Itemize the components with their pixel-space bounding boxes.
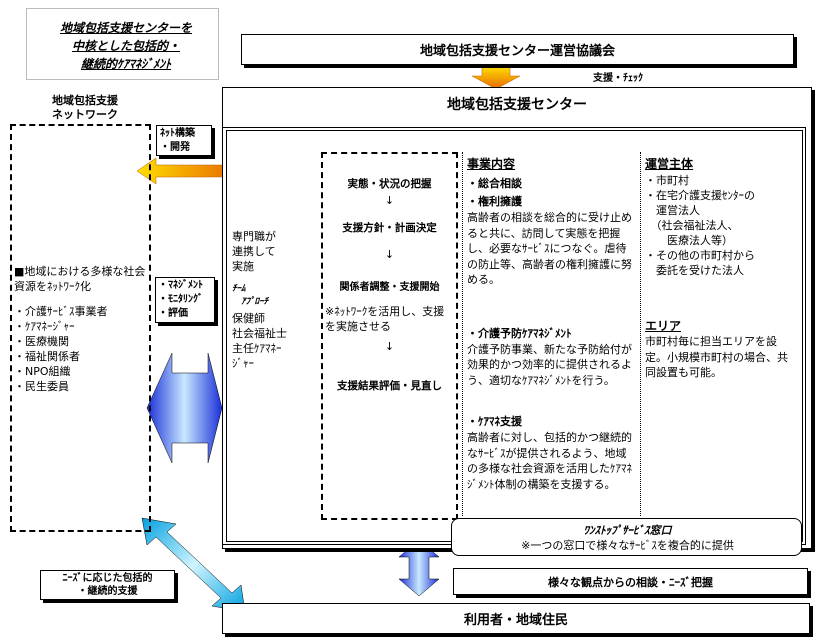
title-card-line2: 中核とした包括的・	[71, 39, 180, 53]
network-title: 地域包括支援 ネットワーク	[40, 94, 130, 122]
process-arrow-1: ↓	[384, 194, 395, 207]
hexagon-text1: 専門職が 連携して 実施	[232, 230, 276, 273]
service-item-1-title: ・総合相談	[467, 177, 522, 190]
column-divider-2	[640, 152, 641, 516]
residents-label: 利用者・地域住民	[463, 613, 568, 628]
network-title-line1: 地域包括支援	[52, 94, 118, 107]
center-title: 地域包括支援センター	[447, 97, 587, 113]
net-build-box: ﾈｯﾄ構築 ・開発	[156, 125, 212, 156]
down-arrow-icon	[471, 65, 521, 90]
needs-box: ﾆｰｽﾞに応じた包括的 ・継続的支援	[40, 570, 175, 600]
mgmt-line3: ・評価	[158, 308, 188, 319]
network-heading: ■地域における多様な社会資源をﾈｯﾄﾜｰｸ化	[14, 265, 146, 293]
net-build-line2: ・開発	[160, 142, 190, 153]
services-column: 事業内容 ・総合相談 ・権利擁護 高齢者の相談を総合的に受け止めると共に、訪問し…	[467, 156, 637, 492]
operator-heading: 運営主体	[645, 157, 694, 171]
service-item-3-title: ・介護予防ｹｱﾏﾈｼﾞﾒﾝﾄ	[467, 326, 572, 340]
mgmt-line1: ・ﾏﾈｼﾞﾒﾝﾄ	[158, 280, 203, 291]
process-step4: 支援結果評価・見直し	[337, 380, 442, 392]
process-arrow-2: ↓	[384, 248, 395, 261]
council-box: 地域包括支援センター運営協議会	[241, 34, 794, 65]
list-item: ・介護ｻｰﾋﾞｽ事業者	[14, 305, 108, 318]
residents-box: 利用者・地域住民	[222, 603, 810, 634]
needs-line2: ・継続的支援	[77, 586, 138, 597]
network-list: ・介護ｻｰﾋﾞｽ事業者 ・ｹｱﾏﾈｰｼﾞｬｰ ・医療機関 ・福祉関係者 ・NPO…	[14, 304, 146, 394]
one-stop-title: ﾜﾝｽﾄｯﾌﾟｻｰﾋﾞｽ窓口	[583, 524, 672, 537]
list-item: ・民生委員	[14, 380, 69, 393]
service-item-2-title: ・権利擁護	[467, 195, 522, 208]
double-arrow-icon	[146, 352, 223, 464]
operator-column: 運営主体 ・市町村 ・在宅介護支援ｾﾝﾀｰの 運営法人 （社会福祉法人、 医療法…	[645, 156, 795, 381]
one-stop-box: ﾜﾝｽﾄｯﾌﾟｻｰﾋﾞｽ窓口 ※一つの窓口で様々なｻｰﾋﾞｽを複合的に提供	[451, 518, 802, 556]
title-card-line1: 地域包括支援センターを	[59, 21, 192, 35]
hexagon-team-label: ﾁｰﾑ ｱﾌﾟﾛｰﾁ	[232, 284, 269, 307]
network-box: ■地域における多様な社会資源をﾈｯﾄﾜｰｸ化 ・介護ｻｰﾋﾞｽ事業者 ・ｹｱﾏﾈ…	[10, 124, 151, 532]
area-heading: エリア	[645, 319, 682, 333]
process-step2: 支援方針・計画決定	[342, 222, 437, 234]
management-box: ・ﾏﾈｼﾞﾒﾝﾄ ・ﾓﾆﾀﾘﾝｸﾞ ・評価	[155, 277, 215, 323]
process-step1: 実態・状況の把握	[347, 178, 432, 190]
area-body: 市町村毎に担当エリアを設定。小規模市町村の場合、共同設置も可能。	[645, 335, 788, 379]
needs-line1: ﾆｰｽﾞに応じた包括的	[62, 573, 153, 584]
hexagon-text2: 保健師 社会福祉士 主任ｹｱﾏﾈｰ ｼﾞｬｰ	[232, 312, 287, 370]
list-item: ・ｹｱﾏﾈｰｼﾞｬｰ	[14, 320, 75, 333]
service-item-3-body: 介護予防事業、新たな予防給付が効果的かつ効率的に提供されるよう、適切なｹｱﾏﾈｼ…	[467, 342, 632, 387]
network-title-line2: ネットワーク	[52, 108, 118, 121]
column-divider-1	[462, 152, 463, 516]
mgmt-line2: ・ﾓﾆﾀﾘﾝｸﾞ	[158, 294, 203, 305]
consult-box: 様々な観点からの相談・ﾆｰｽﾞ把握	[453, 568, 808, 595]
process-note: ※ﾈｯﾄﾜｰｸを活用し、支援を実施させる	[325, 305, 445, 333]
list-item: ・福祉関係者	[14, 350, 80, 363]
one-stop-note: ※一つの窓口で様々なｻｰﾋﾞｽを複合的に提供	[521, 539, 734, 552]
service-item-4-title: ・ｹｱﾏﾈ支援	[467, 415, 522, 428]
net-build-line1: ﾈｯﾄ構築	[160, 128, 195, 139]
operator-item: ・在宅介護支援ｾﾝﾀｰの 運営法人 （社会福祉法人、 医療法人等）	[645, 189, 755, 247]
list-item: ・NPO組織	[14, 365, 71, 378]
operator-item: ・市町村	[645, 174, 689, 187]
vertical-double-arrow-icon	[398, 539, 440, 597]
operator-item: ・その他の市町村から 委託を受けた法人	[645, 249, 755, 277]
council-label: 地域包括支援センター運営協議会	[419, 44, 615, 59]
title-card-line3: 継続的ｹｱﾏﾈｼﾞﾒﾝﾄ	[80, 57, 171, 71]
service-item-4-body: 高齢者に対し、包括的かつ継続的なｻｰﾋﾞｽが提供されるよう、地域の多様な社会資源…	[467, 431, 632, 491]
process-arrow-3: ↓	[384, 340, 395, 353]
list-item: ・医療機関	[14, 335, 69, 348]
service-item-2-body: 高齢者の相談を総合的に受け止めると共に、訪問して実態を把握し、必要なｻｰﾋﾞｽに…	[467, 211, 632, 286]
support-check-label: 支援・ﾁｪｯｸ	[593, 73, 643, 84]
process-step3: 関係者調整・支援開始	[339, 282, 440, 293]
process-box: 実態・状況の把握 ↓ 支援方針・計画決定 ↓ 関係者調整・支援開始 ※ﾈｯﾄﾜｰ…	[321, 152, 458, 520]
consult-label: 様々な観点からの相談・ﾆｰｽﾞ把握	[548, 575, 713, 589]
title-card: 地域包括支援センターを 中核とした包括的・ 継続的ｹｱﾏﾈｼﾞﾒﾝﾄ	[26, 8, 219, 80]
services-heading: 事業内容	[467, 157, 516, 171]
